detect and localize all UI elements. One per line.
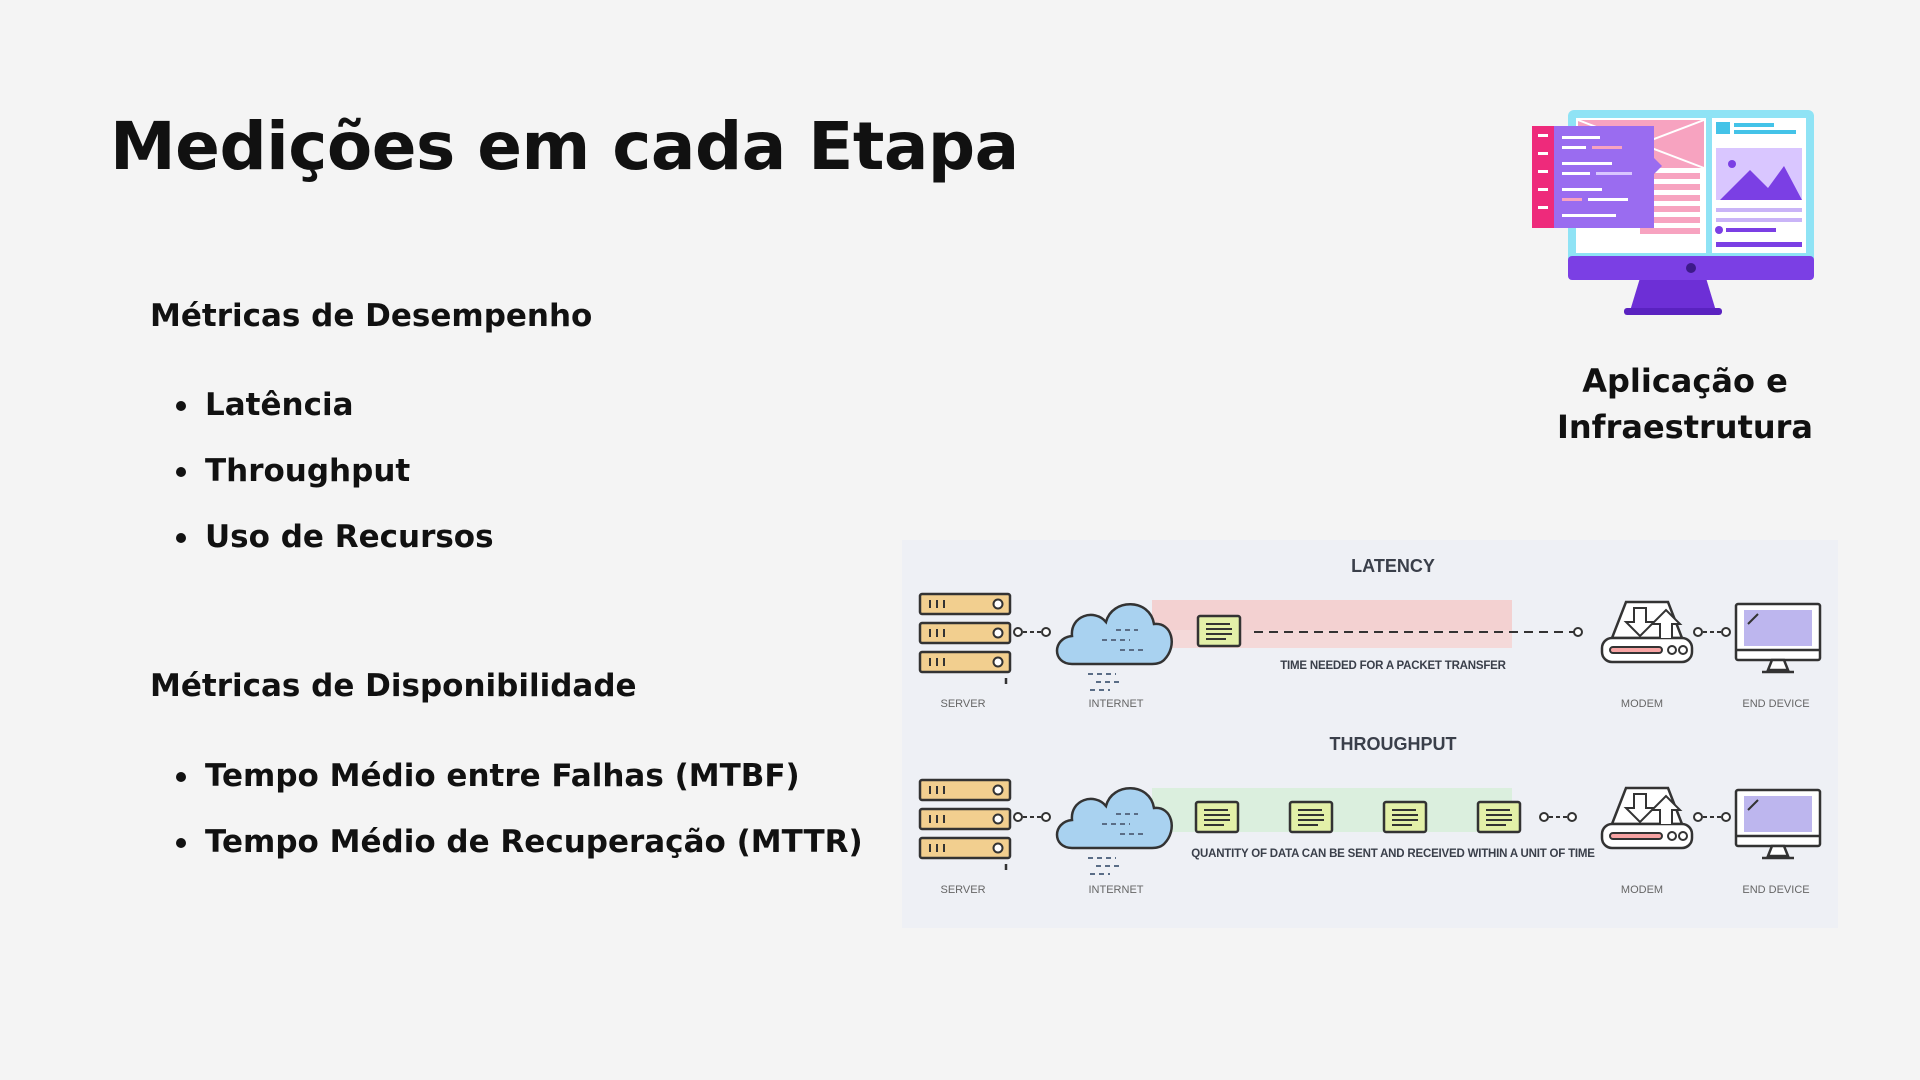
app-monitor-icon <box>1528 108 1818 318</box>
modem-label: MODEM <box>1620 884 1664 896</box>
throughput-subtitle: QUANTITY OF DATA CAN BE SENT AND RECEIVE… <box>1191 848 1595 860</box>
connector <box>1013 627 1051 637</box>
list-item: Tempo Médio de Recuperação (MTTR) <box>170 822 863 888</box>
connector <box>1539 812 1577 822</box>
connector <box>1013 812 1051 822</box>
latency-title: LATENCY <box>1351 556 1435 576</box>
connector <box>1693 627 1731 637</box>
app-infrastructure-caption: Aplicação e Infraestrutura <box>1540 358 1830 450</box>
performance-metrics-list: Latência Throughput Uso de Recursos <box>170 385 494 583</box>
server-label: SERVER <box>940 698 986 710</box>
server-label: SERVER <box>940 884 986 896</box>
list-item: Latência <box>170 385 494 451</box>
end-device-label: END DEVICE <box>1742 884 1810 896</box>
end-device-label: END DEVICE <box>1742 698 1810 710</box>
internet-label: INTERNET <box>1088 884 1144 896</box>
connector <box>1693 812 1731 822</box>
availability-metrics-heading: Métricas de Disponibilidade <box>150 668 637 704</box>
computer-icon <box>1734 788 1822 860</box>
caption-line: Aplicação e <box>1582 362 1788 400</box>
availability-metrics-list: Tempo Médio entre Falhas (MTBF) Tempo Mé… <box>170 756 863 888</box>
list-item: Throughput <box>170 451 494 517</box>
packet-icon <box>1382 800 1428 834</box>
server-icon <box>918 592 1012 686</box>
packet-icon <box>1194 800 1240 834</box>
throughput-title: THROUGHPUT <box>1329 734 1457 754</box>
packet-icon <box>1288 800 1334 834</box>
packet-icon <box>1476 800 1522 834</box>
list-item: Uso de Recursos <box>170 517 494 583</box>
latency-subtitle: TIME NEEDED FOR A PACKET TRANSFER <box>1280 660 1506 672</box>
packet-icon <box>1196 614 1242 648</box>
page-title: Medições em cada Etapa <box>110 108 1019 185</box>
internet-label: INTERNET <box>1088 698 1144 710</box>
server-icon <box>918 778 1012 872</box>
modem-icon <box>1600 786 1694 850</box>
latency-throughput-diagram: LATENCY TIME NEEDED FOR A PACKET TRANSFE… <box>902 540 1838 928</box>
performance-metrics-heading: Métricas de Desempenho <box>150 298 593 334</box>
computer-icon <box>1734 602 1822 674</box>
modem-label: MODEM <box>1620 698 1664 710</box>
modem-icon <box>1600 600 1694 664</box>
caption-line: Infraestrutura <box>1556 408 1814 446</box>
list-item: Tempo Médio entre Falhas (MTBF) <box>170 756 863 822</box>
